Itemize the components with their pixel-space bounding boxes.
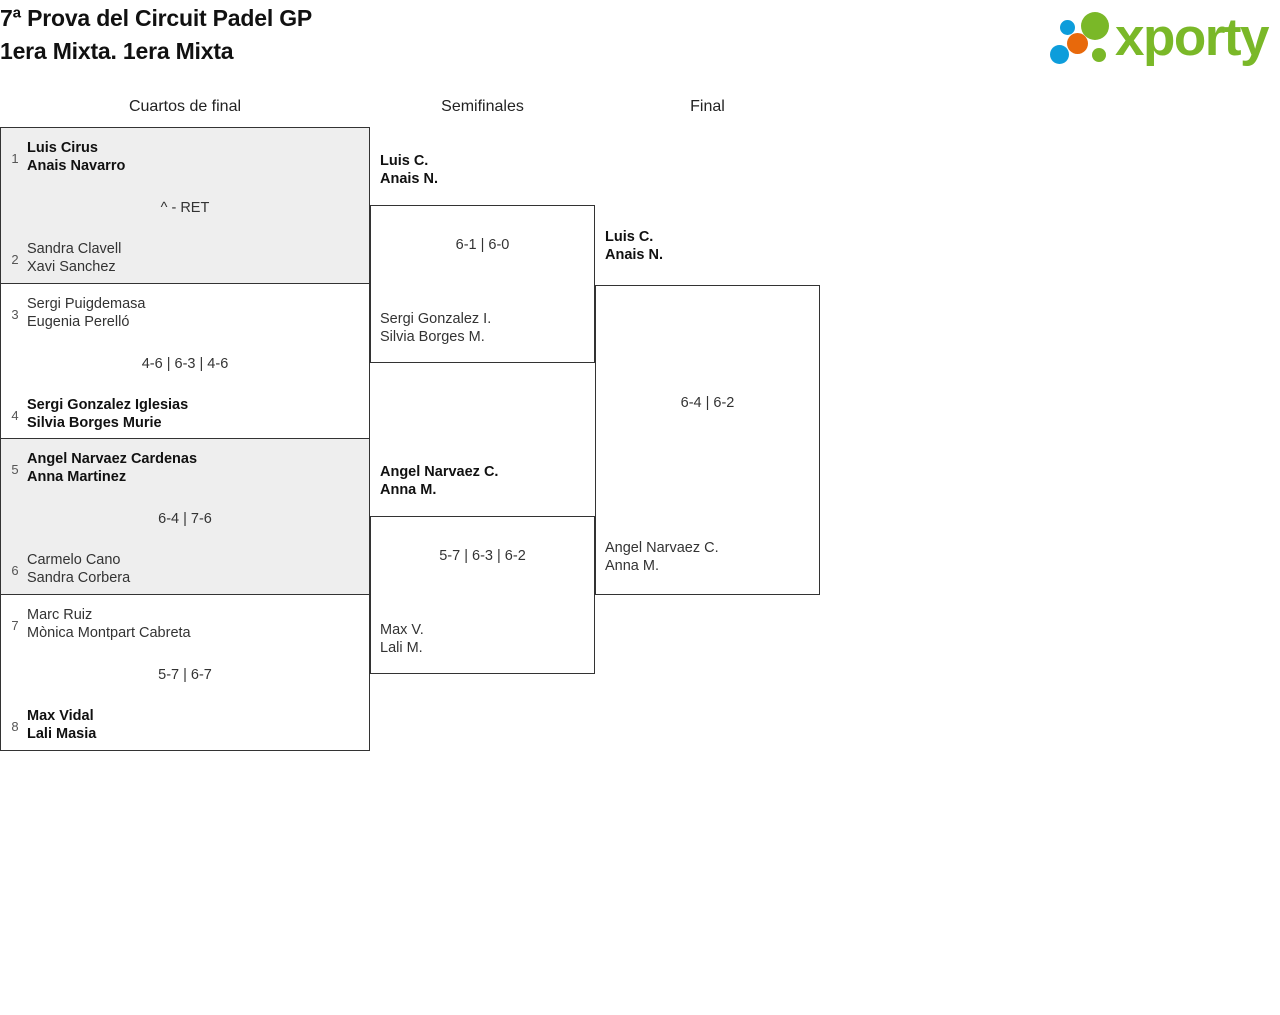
match-qf4-team-bottom[interactable]: 8 Max Vidal Lali Masia: [1, 707, 369, 743]
match-final-score: 6-4 | 6-2: [680, 395, 735, 411]
match-qf4-seed-bottom: 8: [11, 719, 19, 734]
match-qf3-bottom-player2: Sandra Corbera: [27, 570, 131, 586]
match-qf4-bottom-player2: Lali Masia: [27, 726, 97, 742]
match-semifinal-2[interactable]: Angel Narvaez C. Anna M. 5-7 | 6-3 | 6-2…: [370, 464, 595, 674]
match-qf3-top-player2: Anna Martinez: [27, 469, 127, 485]
match-sf1-bottom-player2: Silvia Borges M.: [380, 329, 485, 345]
match-sf2-bottom-player1: Max V.: [380, 622, 424, 638]
match-qf1-score: ^ - RET: [160, 200, 210, 216]
match-qf1-top-player1: Luis Cirus: [27, 140, 98, 156]
match-qf4-team-top[interactable]: 7 Marc Ruiz Mònica Montpart Cabreta: [1, 606, 369, 642]
match-qf3-score: 6-4 | 7-6: [158, 511, 212, 527]
match-qf3-bottom-player1: Carmelo Cano: [27, 552, 121, 568]
match-qf3-seed-top: 5: [11, 462, 19, 477]
match-quarterfinal-1[interactable]: 1 Luis Cirus Anais Navarro ^ - RET 2 San…: [0, 127, 370, 284]
logo-dot-green-small-icon: [1092, 48, 1106, 62]
match-sf2-team-top[interactable]: Angel Narvaez C. Anna M.: [371, 463, 594, 499]
match-qf1-team-bottom[interactable]: 2 Sandra Clavell Xavi Sanchez: [1, 240, 369, 276]
match-qf2-top-player1: Sergi Puigdemasa: [27, 296, 146, 312]
match-quarterfinal-3[interactable]: 5 Angel Narvaez Cardenas Anna Martinez 6…: [0, 438, 370, 595]
logo-dots-icon: [1048, 12, 1120, 64]
page-title: 7ª Prova del Circuit Padel GP 1era Mixta…: [0, 2, 312, 68]
match-sf2-score: 5-7 | 6-3 | 6-2: [439, 548, 526, 564]
page-header: 7ª Prova del Circuit Padel GP 1era Mixta…: [0, 0, 1280, 88]
match-quarterfinal-2[interactable]: 3 Sergi Puigdemasa Eugenia Perelló 4-6 |…: [0, 283, 370, 440]
match-qf1-seed-bottom: 2: [11, 252, 19, 267]
match-sf2-top-player2: Anna M.: [380, 482, 437, 498]
xporty-logo[interactable]: xporty: [1048, 8, 1276, 67]
match-semifinal-1[interactable]: Luis C. Anais N. 6-1 | 6-0 Sergi Gonzale…: [370, 153, 595, 363]
logo-dot-blue-bottom-icon: [1050, 45, 1069, 64]
match-qf1-bottom-player1: Sandra Clavell: [27, 241, 122, 257]
round-header-final: Final: [690, 98, 725, 115]
match-qf2-team-bottom[interactable]: 4 Sergi Gonzalez Iglesias Silvia Borges …: [1, 396, 369, 432]
match-sf1-team-bottom[interactable]: Sergi Gonzalez I. Silvia Borges M.: [371, 310, 594, 346]
match-sf2-team-bottom[interactable]: Max V. Lali M.: [371, 621, 594, 657]
match-qf1-bottom-player2: Xavi Sanchez: [27, 259, 116, 275]
match-qf4-seed-top: 7: [11, 618, 19, 633]
category-name: 1era Mixta. 1era Mixta: [0, 38, 234, 64]
match-sf1-team-top[interactable]: Luis C. Anais N.: [371, 152, 594, 188]
match-qf4-bottom-player1: Max Vidal: [27, 708, 94, 724]
logo-dot-green-large-icon: [1081, 12, 1109, 40]
match-final-top-player2: Anais N.: [605, 247, 664, 263]
match-sf1-top-player2: Anais N.: [380, 171, 439, 187]
match-sf1-top-player1: Luis C.: [380, 153, 429, 169]
match-final-bottom-player2: Anna M.: [605, 558, 659, 574]
match-sf1-bottom-player1: Sergi Gonzalez I.: [380, 311, 492, 327]
match-qf2-seed-top: 3: [11, 307, 19, 322]
match-qf3-seed-bottom: 6: [11, 563, 19, 578]
match-qf2-bottom-player1: Sergi Gonzalez Iglesias: [27, 397, 189, 413]
match-final-team-top[interactable]: Luis C. Anais N.: [596, 228, 819, 264]
match-qf1-seed-top: 1: [11, 151, 19, 166]
round-header-quarterfinals: Cuartos de final: [128, 98, 242, 115]
match-qf2-top-player2: Eugenia Perelló: [27, 314, 130, 330]
logo-dot-orange-icon: [1067, 33, 1088, 54]
match-qf4-top-player2: Mònica Montpart Cabreta: [27, 625, 191, 641]
match-sf2-bottom-player2: Lali M.: [380, 640, 423, 656]
match-qf3-team-top[interactable]: 5 Angel Narvaez Cardenas Anna Martinez: [1, 450, 369, 486]
match-qf4-top-player1: Marc Ruiz: [27, 607, 93, 623]
match-qf3-team-bottom[interactable]: 6 Carmelo Cano Sandra Corbera: [1, 551, 369, 587]
match-qf2-seed-bottom: 4: [11, 408, 19, 423]
match-final-team-bottom[interactable]: Angel Narvaez C. Anna M.: [596, 539, 819, 575]
match-qf2-team-top[interactable]: 3 Sergi Puigdemasa Eugenia Perelló: [1, 295, 369, 331]
match-sf2-top-player1: Angel Narvaez C.: [380, 464, 499, 480]
match-quarterfinal-4[interactable]: 7 Marc Ruiz Mònica Montpart Cabreta 5-7 …: [0, 594, 370, 751]
match-final[interactable]: Luis C. Anais N. 6-4 | 6-2 Angel Narvaez…: [595, 229, 820, 595]
match-sf1-score: 6-1 | 6-0: [455, 237, 510, 253]
logo-dot-blue-top-icon: [1060, 20, 1075, 35]
match-qf1-top-player2: Anais Navarro: [27, 158, 126, 174]
match-qf2-score: 4-6 | 6-3 | 4-6: [141, 356, 229, 372]
match-final-top-player1: Luis C.: [605, 229, 654, 245]
match-final-bottom-player1: Angel Narvaez C.: [605, 540, 719, 556]
match-qf2-bottom-player2: Silvia Borges Murie: [27, 415, 162, 431]
tournament-name: 7ª Prova del Circuit Padel GP: [0, 5, 313, 31]
match-qf1-team-top[interactable]: 1 Luis Cirus Anais Navarro: [1, 139, 369, 175]
round-header-semifinals: Semifinales: [441, 98, 524, 115]
match-qf4-score: 5-7 | 6-7: [158, 667, 212, 683]
match-qf3-top-player1: Angel Narvaez Cardenas: [27, 451, 198, 467]
logo-wordmark: xporty: [1115, 8, 1269, 67]
